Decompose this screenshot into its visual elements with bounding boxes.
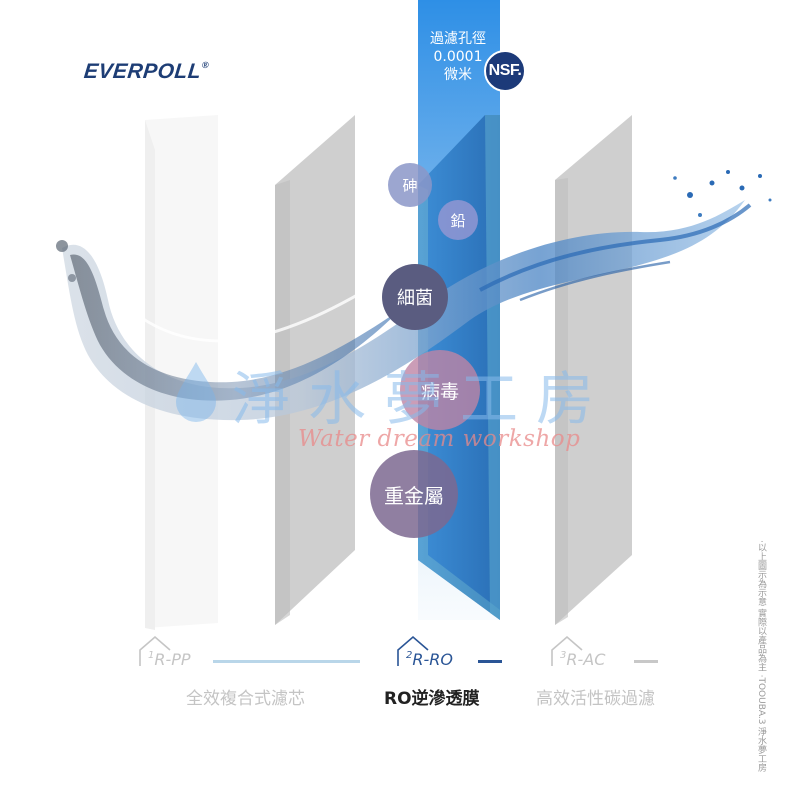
stage-code-text: R-AC	[566, 650, 606, 669]
stage-code-text: R-PP	[154, 650, 191, 669]
contaminant-label: 病毒	[420, 380, 459, 403]
stage-1-name: 全效複合式濾芯	[186, 689, 305, 709]
water-splash-graphic	[56, 170, 772, 421]
contaminant-label: 砷	[402, 176, 418, 195]
contaminant-label: 細菌	[397, 288, 433, 309]
contaminant-bubble-heavy-metal: 重金屬	[370, 450, 458, 538]
side-disclaimer-note: ‧以上圖示為示意 實際以產品為主 ‧TOOUBA.3 淨水夢工房	[756, 540, 766, 773]
stage-number: 3	[560, 650, 567, 661]
contaminant-label: 重金屬	[384, 483, 444, 508]
water-drop-icon	[176, 362, 216, 422]
watermark-english: Water dream workshop	[298, 426, 581, 452]
brand-logo: EVERPOLL®	[83, 60, 210, 84]
stage-number: 1	[148, 650, 155, 661]
nsf-certification-badge: NSF.	[484, 50, 526, 92]
contaminant-bubble-bacteria: 細菌	[382, 264, 448, 330]
pore-size-unit: 微米	[444, 67, 472, 83]
contaminant-bubble-lead: 鉛	[438, 200, 478, 240]
contaminant-bubble-arsenic: 砷	[388, 163, 432, 207]
contaminant-label: 鉛	[450, 211, 466, 230]
stage-3-code: 3R-AC	[560, 650, 605, 669]
contaminant-bubble-virus: 病毒	[400, 350, 480, 430]
stage-3-name: 高效活性碳過濾	[536, 689, 655, 709]
watermark-chinese: 淨水夢工房	[232, 365, 613, 433]
nsf-badge-text: NSF.	[488, 62, 522, 79]
pore-size-label: 過濾孔徑	[430, 31, 486, 47]
pore-size-value: 0.0001	[433, 49, 483, 65]
stage-code-text: R-RO	[412, 650, 453, 669]
stage-2-name: RO逆滲透膜	[384, 689, 480, 709]
brand-logo-text: EVERPOLL	[82, 60, 203, 83]
stage-number: 2	[406, 650, 413, 661]
stage-1-code: 1R-PP	[148, 650, 191, 669]
registered-mark: ®	[201, 60, 210, 70]
stage-2-code: 2R-RO	[406, 650, 453, 669]
